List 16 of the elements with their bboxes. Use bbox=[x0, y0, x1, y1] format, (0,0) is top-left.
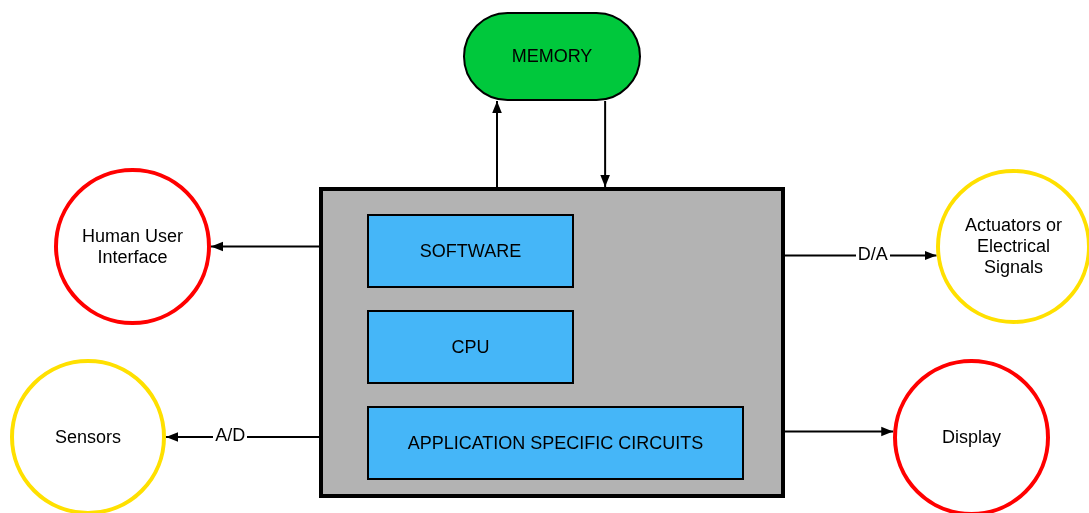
node-label: Display bbox=[942, 427, 1001, 448]
node-label: Actuators or Electrical Signals bbox=[963, 215, 1063, 278]
system-box bbox=[319, 187, 785, 498]
process-box bbox=[367, 406, 744, 480]
node-label: Sensors bbox=[54, 426, 121, 448]
arrow bbox=[210, 241, 320, 252]
node-label: APPLICATION SPECIFIC CIRCUITS bbox=[407, 432, 704, 454]
node-label: MEMORY bbox=[511, 46, 593, 67]
node-label: Human User Interface bbox=[81, 225, 184, 268]
arrow bbox=[492, 100, 502, 188]
process-box bbox=[367, 310, 574, 384]
process-box bbox=[367, 214, 574, 288]
node-label: CPU bbox=[451, 336, 490, 358]
arrow bbox=[600, 100, 610, 188]
node-label: SOFTWARE bbox=[419, 240, 522, 262]
arrow bbox=[784, 426, 895, 437]
